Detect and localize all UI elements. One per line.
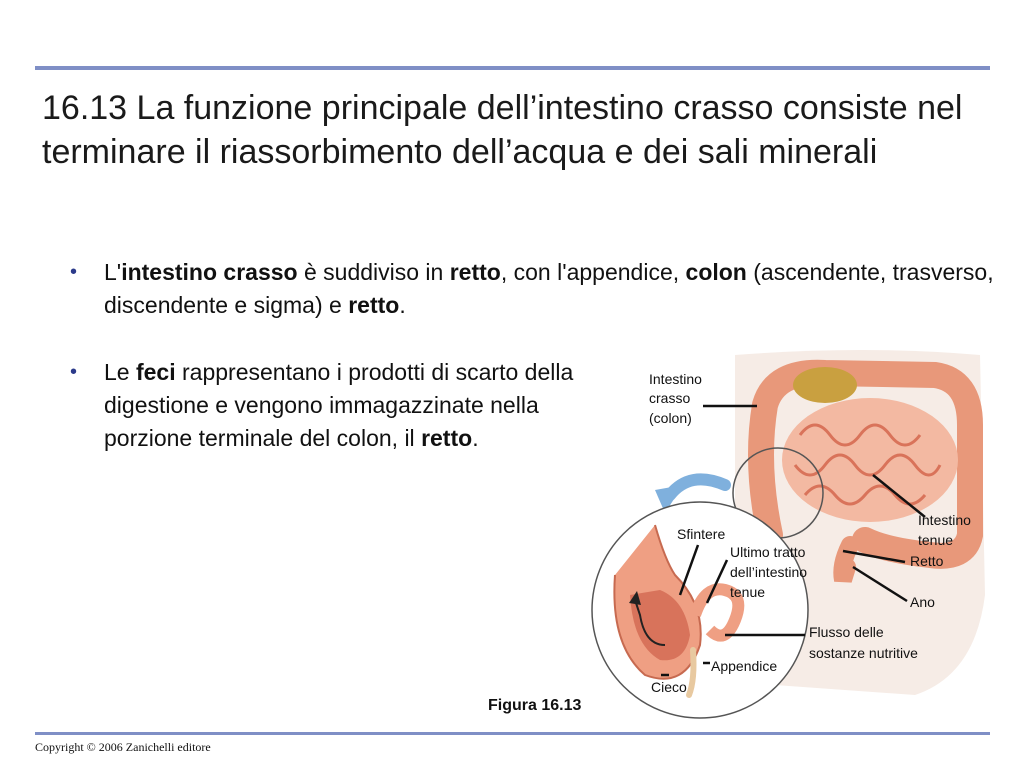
figure-caption: Figura 16.13 (488, 697, 582, 714)
label-intestino-crasso-1: Intestino (649, 371, 702, 387)
label-ultimo-3: tenue (730, 584, 765, 600)
small-intestine-loops (793, 423, 942, 506)
top-rule (35, 66, 990, 70)
appendix-detail (686, 647, 697, 698)
label-intestino-tenue-2: tenue (918, 532, 953, 548)
anatomy-figure: Intestino crasso (colon) Intestino tenue… (591, 350, 985, 719)
cecum-inner (630, 590, 690, 661)
cecum-arrow-icon (634, 599, 666, 646)
label-intestino-crasso-2: crasso (649, 390, 690, 406)
zoom-arrowhead-icon (655, 485, 683, 513)
bullet-dot: • (70, 361, 78, 383)
label-retto: Retto (910, 553, 944, 569)
label-flusso-1: Flusso delle (809, 624, 884, 640)
label-sfintere: Sfintere (677, 526, 725, 542)
stomach-shape (793, 367, 857, 403)
colon-shape (748, 359, 983, 569)
bullet-intestino-crasso: • L'intestino crasso è suddiviso in rett… (70, 256, 994, 322)
bullet-dot: • (70, 261, 78, 283)
label-ultimo-2: dell’intestino (730, 564, 807, 580)
rectum-shape (833, 536, 859, 583)
label-flusso-2: sostanze nutritive (809, 645, 918, 661)
label-intestino-crasso-3: (colon) (649, 410, 692, 426)
ileum-detail (689, 583, 745, 642)
bullet-feci: • Le feci rappresentano i prodotti di sc… (70, 356, 574, 455)
leader-lines (661, 404, 926, 677)
label-ano: Ano (910, 594, 935, 610)
label-ultimo-1: Ultimo tratto (730, 544, 806, 560)
label-cieco: Cieco (651, 679, 687, 695)
bottom-rule (35, 732, 990, 735)
copyright-text: Copyright © 2006 Zanichelli editore (35, 740, 211, 754)
slide-title: 16.13 La funzione principale dell’intest… (42, 89, 963, 171)
label-appendice: Appendice (711, 658, 777, 674)
cecum-arrowhead-icon (629, 591, 641, 605)
label-intestino-tenue-1: Intestino (918, 512, 971, 528)
